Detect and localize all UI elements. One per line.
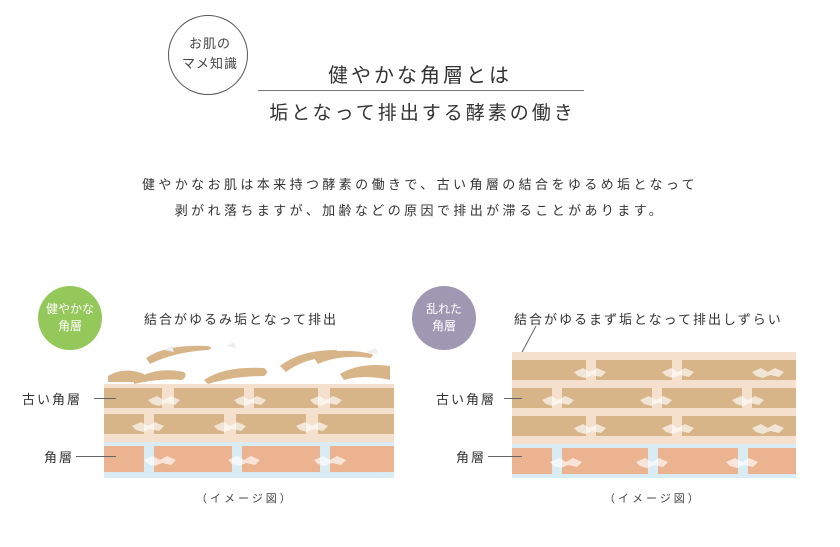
old-cell [104,414,144,434]
title-divider [258,90,584,91]
old-cell [662,388,742,408]
tip-badge-line1: お肌の [188,37,231,52]
loose-cell-2 [134,370,186,384]
disturbed-layer-illustration [512,352,796,478]
old-cell [512,360,586,380]
old-cell [752,388,796,408]
flake-3 [314,350,373,364]
old-cell [596,416,672,436]
flake-sparkle-1 [164,346,174,352]
disturbed-badge-line1: 乱れた [425,302,462,316]
old-cell [174,388,244,408]
healthy-leader-old [94,398,116,399]
old-cell [318,414,394,434]
old-cell [254,388,318,408]
base-cell [104,446,144,472]
tip-badge-text: お肌の マメ知識 [170,35,250,75]
healthy-label-old: 古い角層 [22,393,83,408]
disturbed-badge: 乱れた 角層 [412,286,476,350]
disturbed-pointer-line [519,325,537,357]
disturbed-image-note: （イメージ図） [604,492,702,505]
disturbed-label-old: 古い角層 [436,393,497,408]
healthy-label-layer: 角層 [44,451,75,466]
old-cell [236,414,306,434]
intro-line-1: 健やかなお肌は本来持つ酵素の働きで、古い角層の結合をゆるめ垢となって [141,178,699,193]
healthy-image-note: （イメージ図） [196,492,294,505]
loose-cell-1 [108,370,144,382]
loose-cell-4 [340,365,390,380]
flake-1 [146,345,211,364]
base-cell [748,448,796,474]
old-cell [104,388,162,408]
disturbed-badge-line2: 角層 [431,319,456,333]
base-cell [658,448,738,474]
healthy-leader-layer [76,456,116,457]
disturbed-label-layer: 角層 [456,451,487,466]
old-cell [154,414,224,434]
old-cell [596,360,672,380]
base-cell [512,448,552,474]
tip-badge-circle [168,15,248,95]
disturbed-leader-old [504,398,522,399]
page-title: 健やかな角層とは [328,63,512,87]
healthy-caption: 結合がゆるみ垢となって排出 [144,313,338,328]
healthy-badge-line2: 角層 [57,319,82,333]
healthy-layer-illustration [104,342,394,478]
tip-badge-line2: マメ知識 [181,57,238,72]
old-cell [330,388,394,408]
page-subtitle: 垢となって排出する酵素の働き [269,102,576,124]
flake-sparkle-2 [226,342,236,348]
disturbed-leader-layer [488,456,522,457]
flake-sparkle-3 [366,348,378,354]
healthy-badge: 健やかな 角層 [38,286,102,350]
old-cell [562,388,652,408]
intro-line-2: 剥がれ落ちますが、加齢などの原因で排出が滞ることがあります。 [174,204,666,219]
old-cell [512,416,586,436]
old-cell [512,388,552,408]
disturbed-caption: 結合がゆるまず垢となって排出しずらい [514,313,783,328]
healthy-badge-line1: 健やかな [45,302,94,316]
loose-cell-3 [204,367,267,384]
